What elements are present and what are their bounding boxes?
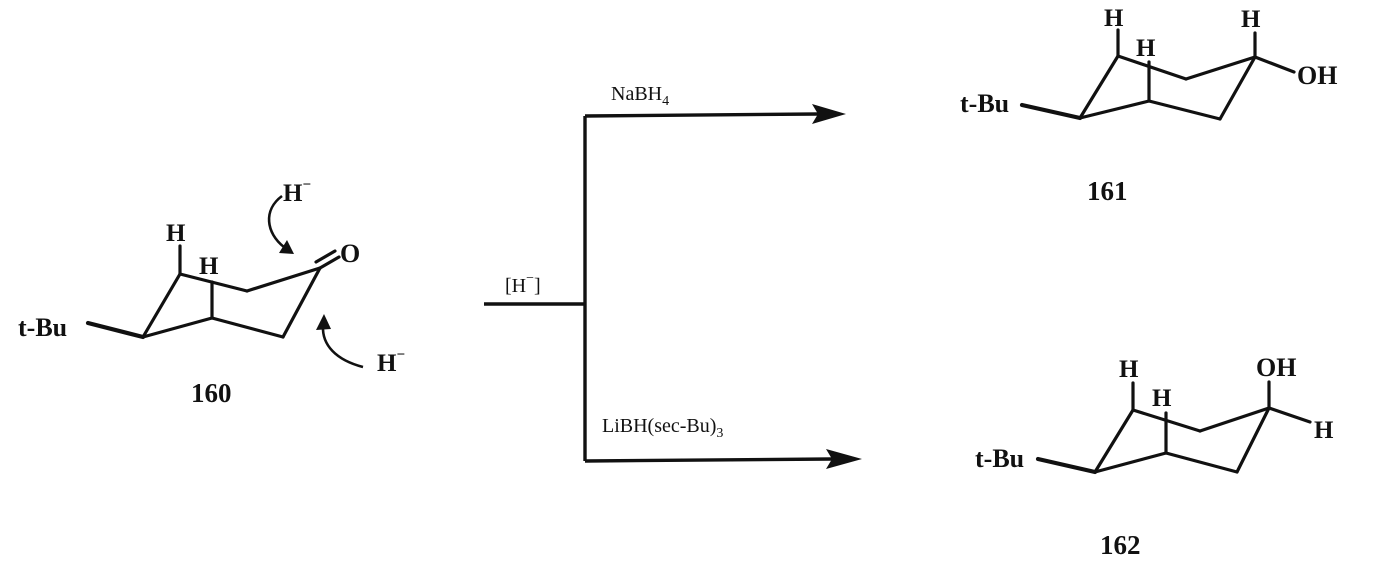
product-162: t-Bu H H OH H 162 — [975, 353, 1334, 560]
hydride-bottom-curved-arrow — [321, 325, 364, 369]
compound-number-161: 161 — [1087, 176, 1128, 206]
hydride-reagent-open: [H — [505, 275, 526, 297]
upper-arrowhead — [812, 104, 846, 124]
product-162-equatorial-h: H — [1314, 417, 1334, 444]
product-161-axial-h-2: H — [1136, 35, 1156, 62]
product-162-oh-label: OH — [1256, 353, 1296, 382]
product-162-axial-h-2: H — [1152, 385, 1172, 412]
compound-number-160: 160 — [191, 378, 232, 408]
lower-arrow-shaft — [584, 457, 833, 463]
hydride-reagent-close: ] — [534, 275, 541, 297]
hydride-reagent-label: [H−] — [505, 271, 541, 297]
product-161-carbinol-h: H — [1241, 6, 1261, 33]
hydride-top-label: H− — [283, 177, 311, 207]
lower-reagent-label: LiBH(sec-Bu)3 — [602, 415, 723, 441]
reactant-carbonyl-oxygen: O — [340, 239, 360, 268]
reactant-ring-bonds — [85, 244, 341, 340]
reactant-axial-h-2: H — [199, 253, 219, 280]
upper-reagent-subscript: 4 — [662, 94, 669, 109]
hydride-bottom-symbol: H — [377, 350, 397, 377]
hydride-top-arrowhead — [279, 240, 294, 254]
reactant-160: t-Bu H H O H− H− 160 — [18, 177, 405, 408]
lower-reagent-subscript: 3 — [716, 426, 723, 441]
product-161-ring-bonds — [1019, 28, 1296, 121]
product-162-ring-bonds — [1035, 380, 1312, 475]
product-162-axial-h-1: H — [1119, 356, 1139, 383]
hydride-bottom-label: H− — [377, 347, 405, 377]
product-161-oh-label: OH — [1297, 61, 1337, 90]
branching-arrows: [H−] NaBH4 LiBH(sec-Bu)3 — [484, 83, 862, 469]
lower-arrowhead — [826, 449, 862, 469]
product-161: t-Bu H H H OH 161 — [960, 5, 1337, 206]
upper-reagent-label: NaBH4 — [611, 83, 669, 109]
product-161-tbu-label: t-Bu — [960, 89, 1009, 118]
product-161-axial-h-1: H — [1104, 5, 1124, 32]
upper-arrow-shaft — [584, 112, 819, 118]
hydride-top-curved-arrow — [267, 194, 285, 249]
upper-reagent-base: NaBH — [611, 83, 662, 105]
reactant-tbu-label: t-Bu — [18, 313, 67, 342]
hydride-top-symbol: H — [283, 180, 303, 207]
hydride-top-charge: − — [302, 177, 311, 193]
product-162-tbu-label: t-Bu — [975, 444, 1024, 473]
hydride-bottom-charge: − — [396, 347, 405, 363]
reactant-axial-h-1: H — [166, 220, 186, 247]
compound-number-162: 162 — [1100, 530, 1141, 560]
hydride-reagent-charge: − — [526, 271, 534, 286]
lower-reagent-base: LiBH(sec-Bu) — [602, 415, 716, 437]
hydride-bottom-arrowhead — [316, 314, 331, 330]
